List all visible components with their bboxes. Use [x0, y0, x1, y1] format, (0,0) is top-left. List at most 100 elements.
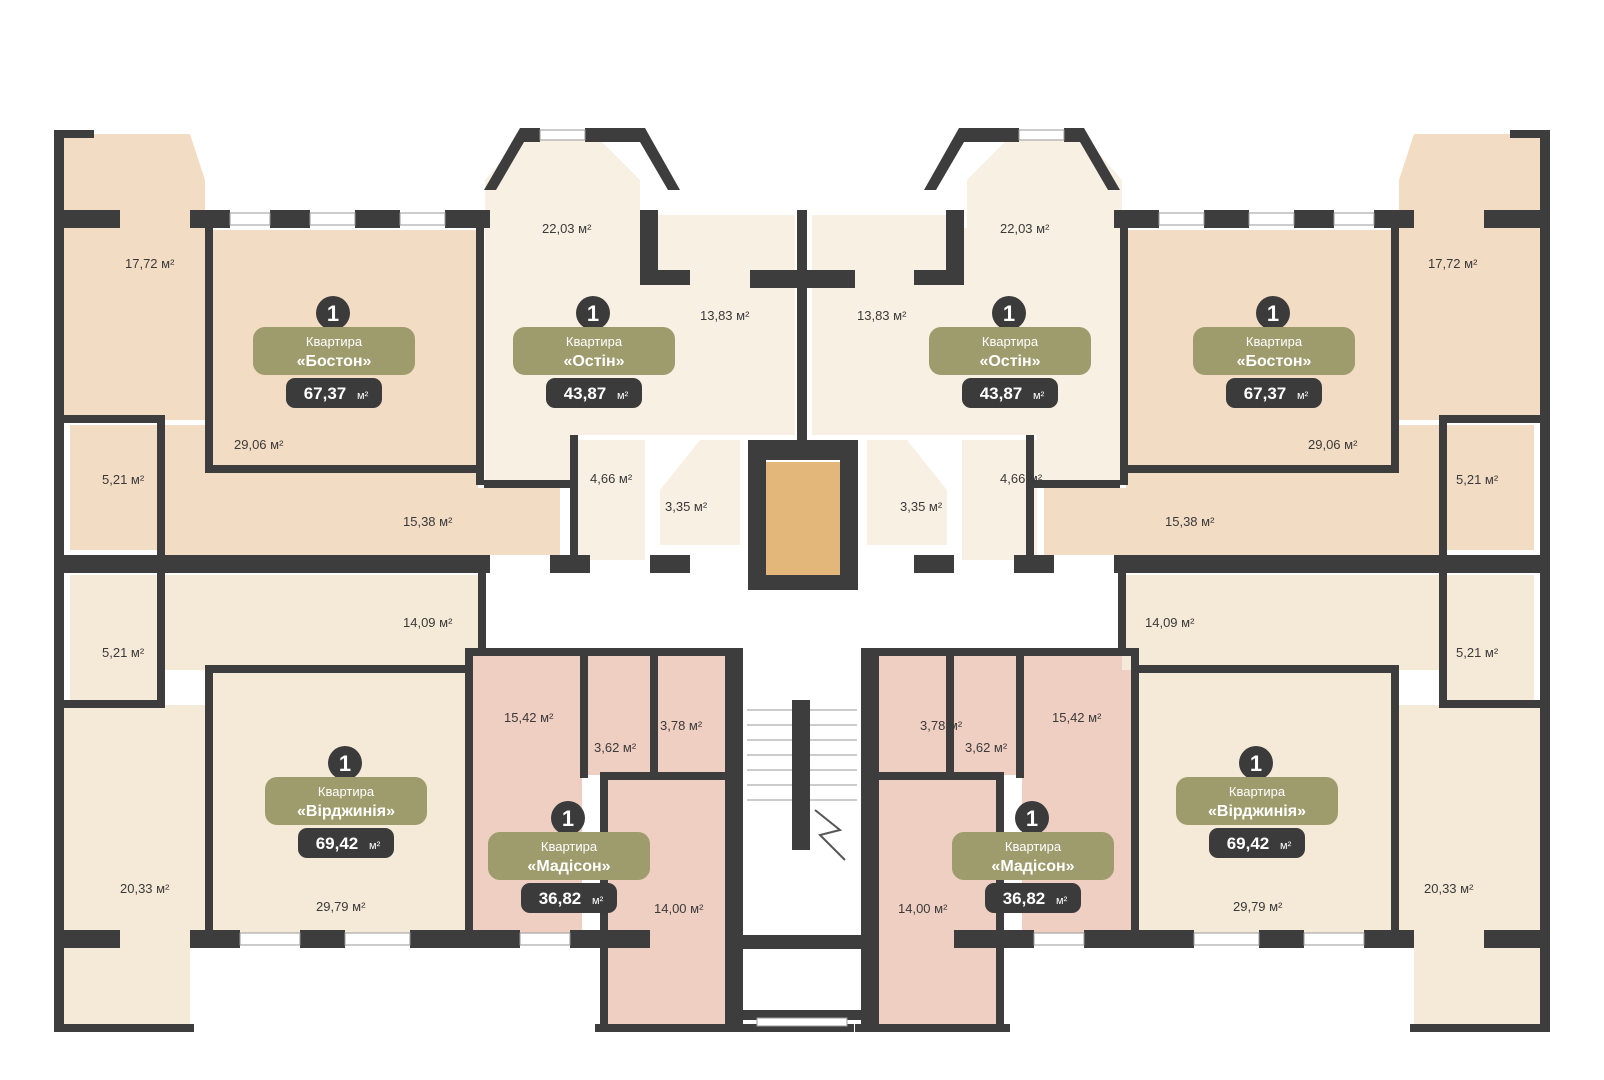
- area-labels: 17,72 м² 29,06 м² 5,21 м² 15,38 м² 22,03…: [102, 221, 1499, 916]
- walls: [54, 128, 1550, 1032]
- apartment-unit: м²: [1280, 840, 1292, 852]
- area-l-living-top: 29,06 м²: [234, 437, 284, 452]
- apartment-area: 69,42: [1227, 834, 1270, 853]
- stair-steps: [747, 709, 857, 861]
- windows: [229, 129, 1375, 1027]
- apartment-unit: м²: [617, 390, 629, 402]
- apartment-title: Квартира: [1246, 334, 1303, 349]
- apartment-area: 36,82: [539, 889, 582, 908]
- apartment-title: Квартира: [541, 839, 598, 854]
- apartment-card-virginia-left[interactable]: 1 Квартира «Вірджинія» 69,42 м²: [265, 746, 427, 858]
- room-r-bath-top[interactable]: [1444, 425, 1534, 550]
- apartment-number: 1: [339, 751, 351, 776]
- room-r-ostin-kitchen[interactable]: [812, 215, 952, 435]
- apartment-number: 1: [1267, 301, 1279, 326]
- apartment-number: 1: [587, 301, 599, 326]
- apartment-number: 1: [1250, 751, 1262, 776]
- area-l-mad-bath: 3,78 м²: [660, 718, 703, 733]
- apartment-unit: м²: [357, 390, 369, 402]
- area-r-mad-hall: 3,62 м²: [965, 740, 1008, 755]
- room-r-ostin-bath[interactable]: [867, 440, 947, 545]
- room-l-hall-bot[interactable]: [162, 575, 482, 670]
- area-r-kitchen-top: 17,72 м²: [1428, 256, 1478, 271]
- room-r-ostin-hall[interactable]: [962, 440, 1037, 560]
- elevator-shaft: [765, 462, 841, 578]
- area-l-mad-hall: 3,62 м²: [594, 740, 637, 755]
- room-l-ostin-bath[interactable]: [660, 440, 740, 545]
- room-l-ostin-kitchen[interactable]: [655, 215, 795, 435]
- apartment-name: «Бостон»: [297, 353, 372, 370]
- apartment-area: 43,87: [564, 384, 607, 403]
- apartment-card-ostin-right[interactable]: 1 Квартира «Остін» 43,87 м²: [929, 296, 1091, 408]
- room-l-mad-kitchen[interactable]: [605, 778, 728, 1028]
- apartment-title: Квартира: [1229, 784, 1286, 799]
- apartment-area: 69,42: [316, 834, 359, 853]
- room-r-mad-bath[interactable]: [876, 655, 949, 775]
- area-l-hall-bot: 14,09 м²: [403, 615, 453, 630]
- apartment-card-virginia-right[interactable]: 1 Квартира «Вірджинія» 69,42 м²: [1176, 746, 1338, 858]
- apartment-unit: м²: [1033, 390, 1045, 402]
- room-r-kitchen-bot[interactable]: [1394, 705, 1544, 1028]
- area-l-mad-room: 15,42 м²: [504, 710, 554, 725]
- area-r-hall-top: 15,38 м²: [1165, 514, 1215, 529]
- apartment-area: 36,82: [1003, 889, 1046, 908]
- area-r-bath-bot: 5,21 м²: [1456, 645, 1499, 660]
- apartment-name: «Остін»: [979, 353, 1040, 370]
- area-l-hall-top: 15,38 м²: [403, 514, 453, 529]
- apartment-name: «Мадісон»: [527, 858, 610, 875]
- apartment-number: 1: [1003, 301, 1015, 326]
- room-l-ostin-room[interactable]: [485, 140, 655, 485]
- apartment-unit: м²: [1056, 895, 1068, 907]
- room-r-bath-bot[interactable]: [1444, 575, 1534, 700]
- apartment-card-madison-right[interactable]: 1 Квартира «Мадісон» 36,82 м²: [952, 801, 1114, 913]
- apartment-area: 67,37: [1244, 384, 1287, 403]
- area-l-ostin-hall: 4,66 м²: [590, 471, 633, 486]
- room-l-bath-top[interactable]: [70, 425, 160, 550]
- area-r-mad-room: 15,42 м²: [1052, 710, 1102, 725]
- room-l-kitchen-bot[interactable]: [60, 705, 210, 1028]
- apartment-card-boston-left[interactable]: 1 Квартира «Бостон» 67,37 м²: [253, 296, 415, 408]
- apartment-title: Квартира: [318, 784, 375, 799]
- room-l-mad-hall[interactable]: [585, 655, 653, 775]
- apartment-name: «Вірджинія»: [1208, 803, 1306, 820]
- area-r-ostin-kitchen: 13,83 м²: [857, 308, 907, 323]
- apartment-name: «Вірджинія»: [297, 803, 395, 820]
- room-l-ostin-hall[interactable]: [570, 440, 645, 560]
- room-l-bath-bot[interactable]: [70, 575, 160, 700]
- room-l-kitchen-top[interactable]: [60, 134, 210, 420]
- area-l-bath-top: 5,21 м²: [102, 472, 145, 487]
- area-r-mad-bath: 3,78 м²: [920, 718, 963, 733]
- apartment-name: «Остін»: [563, 353, 624, 370]
- area-l-ostin-bath: 3,35 м²: [665, 499, 708, 514]
- room-r-ostin-room[interactable]: [952, 140, 1122, 485]
- area-r-mad-kitchen: 14,00 м²: [898, 901, 948, 916]
- area-r-hall-bot: 14,09 м²: [1145, 615, 1195, 630]
- room-r-kitchen-top[interactable]: [1394, 134, 1544, 420]
- apartment-name: «Бостон»: [1237, 353, 1312, 370]
- area-l-kitchen-top: 17,72 м²: [125, 256, 175, 271]
- area-l-ostin-room: 22,03 м²: [542, 221, 592, 236]
- area-r-living-bot: 29,79 м²: [1233, 899, 1283, 914]
- apartment-title: Квартира: [306, 334, 363, 349]
- apartment-title: Квартира: [566, 334, 623, 349]
- apartment-area: 67,37: [304, 384, 347, 403]
- apartment-card-madison-left[interactable]: 1 Квартира «Мадісон» 36,82 м²: [488, 801, 650, 913]
- apartment-area: 43,87: [980, 384, 1023, 403]
- area-l-mad-kitchen: 14,00 м²: [654, 901, 704, 916]
- room-l-hall-top[interactable]: [162, 425, 560, 555]
- area-r-living-top: 29,06 м²: [1308, 437, 1358, 452]
- apartment-card-boston-right[interactable]: 1 Квартира «Бостон» 67,37 м²: [1193, 296, 1355, 408]
- room-r-mad-kitchen[interactable]: [876, 778, 999, 1028]
- room-l-mad-bath[interactable]: [655, 655, 728, 775]
- room-r-hall-top[interactable]: [1044, 425, 1442, 555]
- apartment-number: 1: [327, 301, 339, 326]
- apartment-card-ostin-left[interactable]: 1 Квартира «Остін» 43,87 м²: [513, 296, 675, 408]
- area-r-ostin-room: 22,03 м²: [1000, 221, 1050, 236]
- apartment-unit: м²: [1297, 390, 1309, 402]
- apartment-title: Квартира: [982, 334, 1039, 349]
- apartment-unit: м²: [369, 840, 381, 852]
- room-r-hall-bot[interactable]: [1122, 575, 1442, 670]
- room-r-mad-hall[interactable]: [951, 655, 1019, 775]
- apartment-unit: м²: [592, 895, 604, 907]
